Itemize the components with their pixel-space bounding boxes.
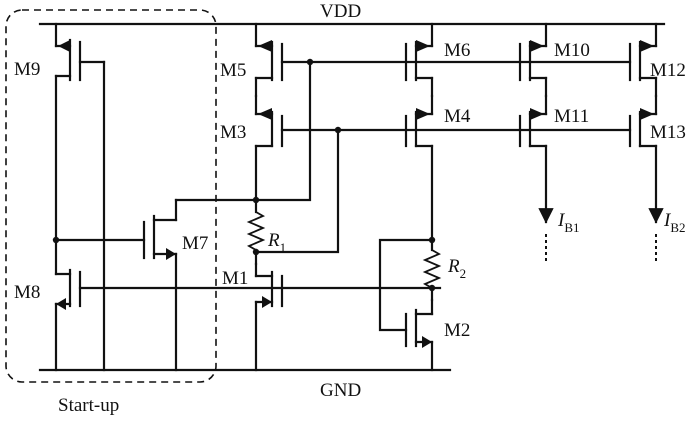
- m4-label: M4: [444, 106, 471, 127]
- m3-transistor: [254, 94, 284, 202]
- m6-transistor: [404, 22, 434, 98]
- m1-label: M1: [222, 268, 248, 289]
- m5-transistor: [254, 22, 284, 98]
- m9-label: M9: [14, 59, 40, 80]
- gnd-label: GND: [320, 380, 361, 401]
- startup-boundary: [5, 9, 217, 383]
- r2-label: R2: [447, 256, 466, 281]
- m7-drain-wire: [174, 60, 312, 202]
- m13-transistor: [628, 94, 658, 214]
- junction-dots: [52, 58, 436, 292]
- m10-label: M10: [554, 40, 590, 61]
- ib1-label: IB1: [557, 210, 580, 235]
- m12-transistor: [628, 22, 658, 98]
- m3-label: M3: [220, 122, 246, 143]
- m4-transistor: [404, 94, 434, 242]
- m7-transistor: [142, 198, 178, 372]
- r1-feedback-wire: [254, 128, 340, 254]
- m11-transistor: [518, 94, 548, 214]
- m8-label: M8: [14, 282, 40, 303]
- m1-transistor: [254, 262, 284, 372]
- r1-label: R1: [267, 230, 286, 255]
- startup-label: Start-up: [58, 395, 119, 416]
- m5-label: M5: [220, 60, 246, 81]
- m2-label: M2: [444, 320, 470, 341]
- m2-transistor: [404, 298, 434, 372]
- m8-transistor: [54, 238, 442, 372]
- m10-transistor: [518, 22, 548, 98]
- m6-label: M6: [444, 40, 470, 61]
- m9-transistor: [54, 22, 106, 372]
- m12-label: M12: [650, 60, 686, 81]
- m11-label: M11: [554, 106, 589, 127]
- m2-gate-wire: [378, 238, 434, 332]
- m13-label: M13: [650, 122, 686, 143]
- ib2-label: IB2: [663, 210, 686, 235]
- vdd-label: VDD: [320, 1, 361, 22]
- m7-label: M7: [182, 233, 208, 254]
